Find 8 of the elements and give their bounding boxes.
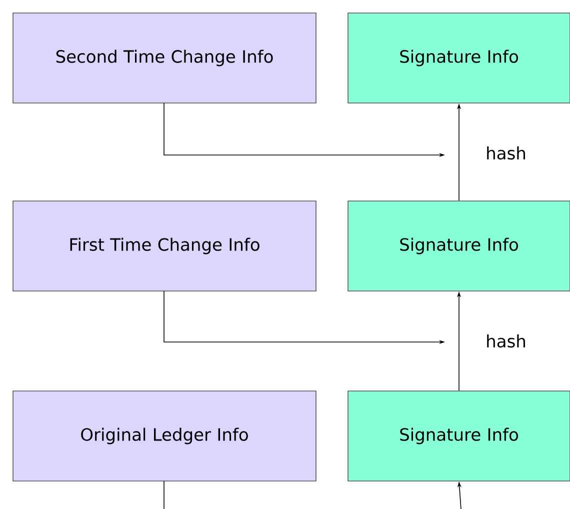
info-box: Original Ledger Info [12, 390, 316, 482]
signature-box: Signature Info [348, 390, 570, 482]
signature-box: Signature Info [348, 12, 570, 104]
edge-label: hash [484, 144, 528, 162]
info-box: First Time Change Info [12, 200, 316, 292]
info-box: Second Time Change Info [12, 12, 316, 104]
signature-box: Signature Info [348, 200, 570, 292]
edge-label: hash [484, 332, 528, 350]
